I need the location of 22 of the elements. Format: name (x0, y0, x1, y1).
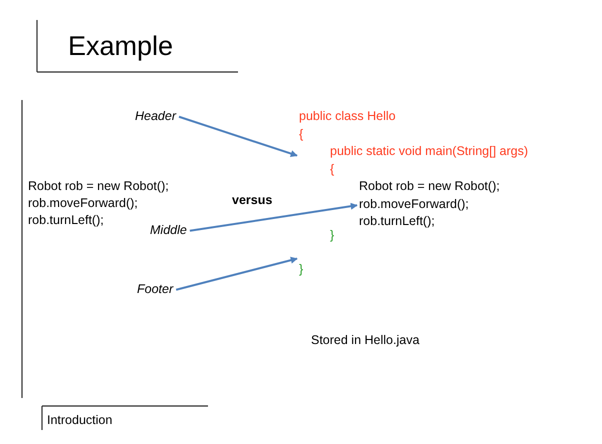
code-line: public class Hello (299, 108, 396, 125)
code-line: } (330, 227, 334, 244)
code-line: } (299, 260, 304, 278)
slide-title: Example (68, 30, 174, 62)
footer-text: Introduction (47, 412, 112, 429)
code-line: { (330, 160, 334, 178)
code-line: Robot rob = new Robot(); (359, 178, 500, 195)
code-line: rob.turnLeft(); (359, 213, 435, 230)
text-label: versus (232, 192, 272, 209)
code-line: rob.moveForward(); (28, 195, 138, 212)
part-label: Header (135, 108, 176, 126)
part-label: Middle (150, 222, 187, 240)
note-text: Stored in Hello.java (311, 332, 420, 349)
code-line: Robot rob = new Robot(); (28, 178, 169, 195)
code-line: rob.turnLeft(); (28, 212, 104, 229)
arrow (178, 116, 298, 157)
part-label: Footer (137, 281, 174, 298)
code-line: public static void main(String[] args) (330, 143, 528, 160)
arrow (190, 202, 358, 232)
arrow (176, 256, 298, 291)
code-line: rob.moveForward(); (359, 196, 469, 213)
code-line: { (299, 126, 304, 143)
